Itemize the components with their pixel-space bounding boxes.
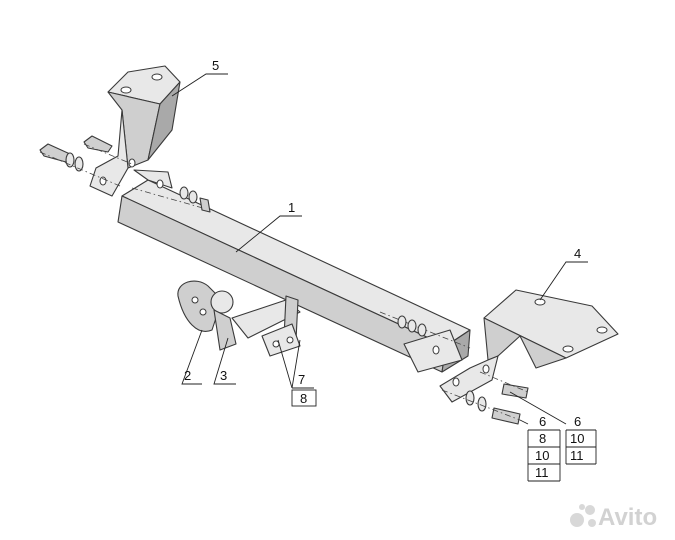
stack-left-item-0: 6: [539, 414, 546, 429]
leader-lines: [171, 73, 588, 425]
callout-5: 5: [212, 58, 219, 73]
stack-right-item-0: 6: [574, 414, 581, 429]
stack-left-item-2: 10: [535, 448, 549, 463]
tow-ball-assembly: [177, 280, 301, 357]
left-mounting-bracket: [89, 65, 181, 197]
callout-1: 1: [288, 200, 295, 215]
avito-logo-icon: [570, 504, 596, 527]
callout-3: 3: [220, 368, 227, 383]
watermark-text: Avito: [598, 504, 657, 531]
avito-watermark: Avito: [570, 504, 657, 531]
main-crossbar: [117, 169, 471, 373]
callout-8-box: 8: [291, 389, 317, 407]
callout-8: 8: [300, 391, 307, 406]
stack-right-item-1: 10: [570, 431, 584, 446]
callout-7: 7: [298, 372, 305, 387]
stack-right-item-2: 11: [570, 448, 584, 463]
left-bolts-set: [39, 135, 133, 187]
hardware-stack-left: 6 8 10 11: [527, 414, 561, 482]
hardware-stack-right: 6 10 11: [565, 414, 597, 465]
callout-4: 4: [574, 246, 581, 261]
right-bolts-set: [441, 371, 529, 425]
right-mounting-bracket: [439, 289, 619, 403]
callout-2: 2: [184, 368, 191, 383]
crossbar-nuts: [179, 186, 427, 337]
stack-left-item-3: 11: [535, 465, 549, 480]
stack-left-item-1: 8: [539, 431, 546, 446]
